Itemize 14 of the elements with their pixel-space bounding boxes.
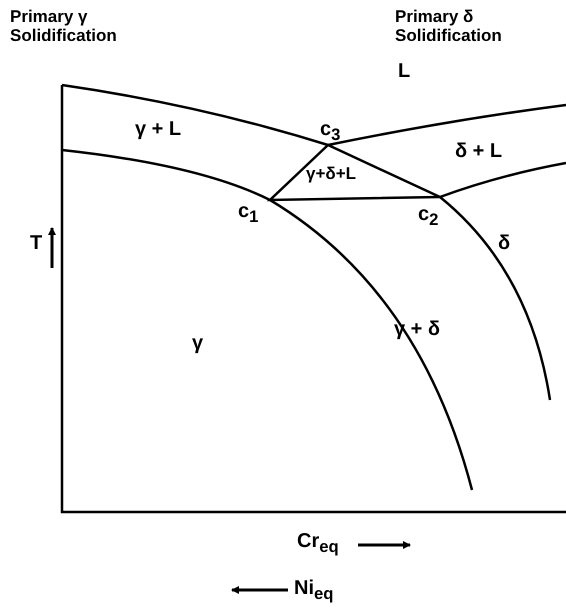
phase-label: L: [398, 60, 410, 82]
phase-label: γ + L: [135, 118, 182, 140]
phase-label: δ: [498, 232, 510, 254]
point-label: c$_{3}$: [320, 118, 340, 144]
phase-label: γ: [192, 332, 204, 354]
region-heading: Primary δ Solidification: [395, 8, 503, 46]
axis-label: Ni$_{eq}$: [294, 577, 334, 604]
phase-label: γ+δ+L: [306, 165, 356, 184]
point-label: c$_{2}$: [418, 203, 438, 230]
point-label: c$_{1}$: [238, 200, 258, 226]
axis-label: T: [30, 232, 42, 254]
region-heading: Primary γ Solidification: [10, 8, 118, 46]
phase-label: δ + L: [455, 140, 502, 162]
axis-label: Cr$_{eq}$: [297, 530, 339, 556]
